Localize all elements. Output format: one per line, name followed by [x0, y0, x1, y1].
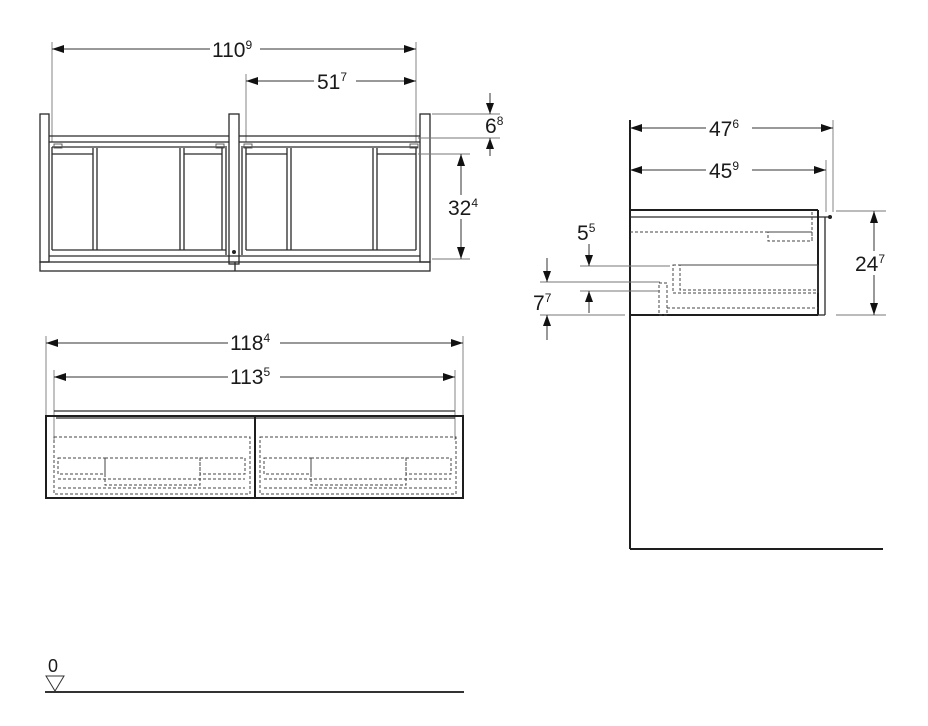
- dim-118-4: 1184: [230, 331, 270, 355]
- dim-32-4: 324: [448, 196, 478, 220]
- dim-45-9: 459: [709, 159, 739, 183]
- dim-7-7: 77: [533, 291, 552, 315]
- top-view: 1109 517: [39, 37, 504, 272]
- dim-113-5: 1135: [230, 365, 270, 389]
- level-triangle-icon: [45, 675, 65, 692]
- dim-110-9: 1109: [212, 38, 252, 62]
- side-view: 476 459 247 55: [533, 116, 897, 550]
- front-view: 1184 1135: [45, 331, 464, 499]
- floor-reference: 0: [45, 656, 464, 693]
- dim-5-5: 55: [577, 221, 596, 245]
- dim-24-7: 247: [855, 252, 885, 276]
- floor-level-label: 0: [48, 656, 58, 676]
- dim-47-6: 476: [709, 117, 739, 141]
- dim-6-8: 68: [485, 114, 504, 138]
- dim-51-7: 517: [317, 70, 347, 94]
